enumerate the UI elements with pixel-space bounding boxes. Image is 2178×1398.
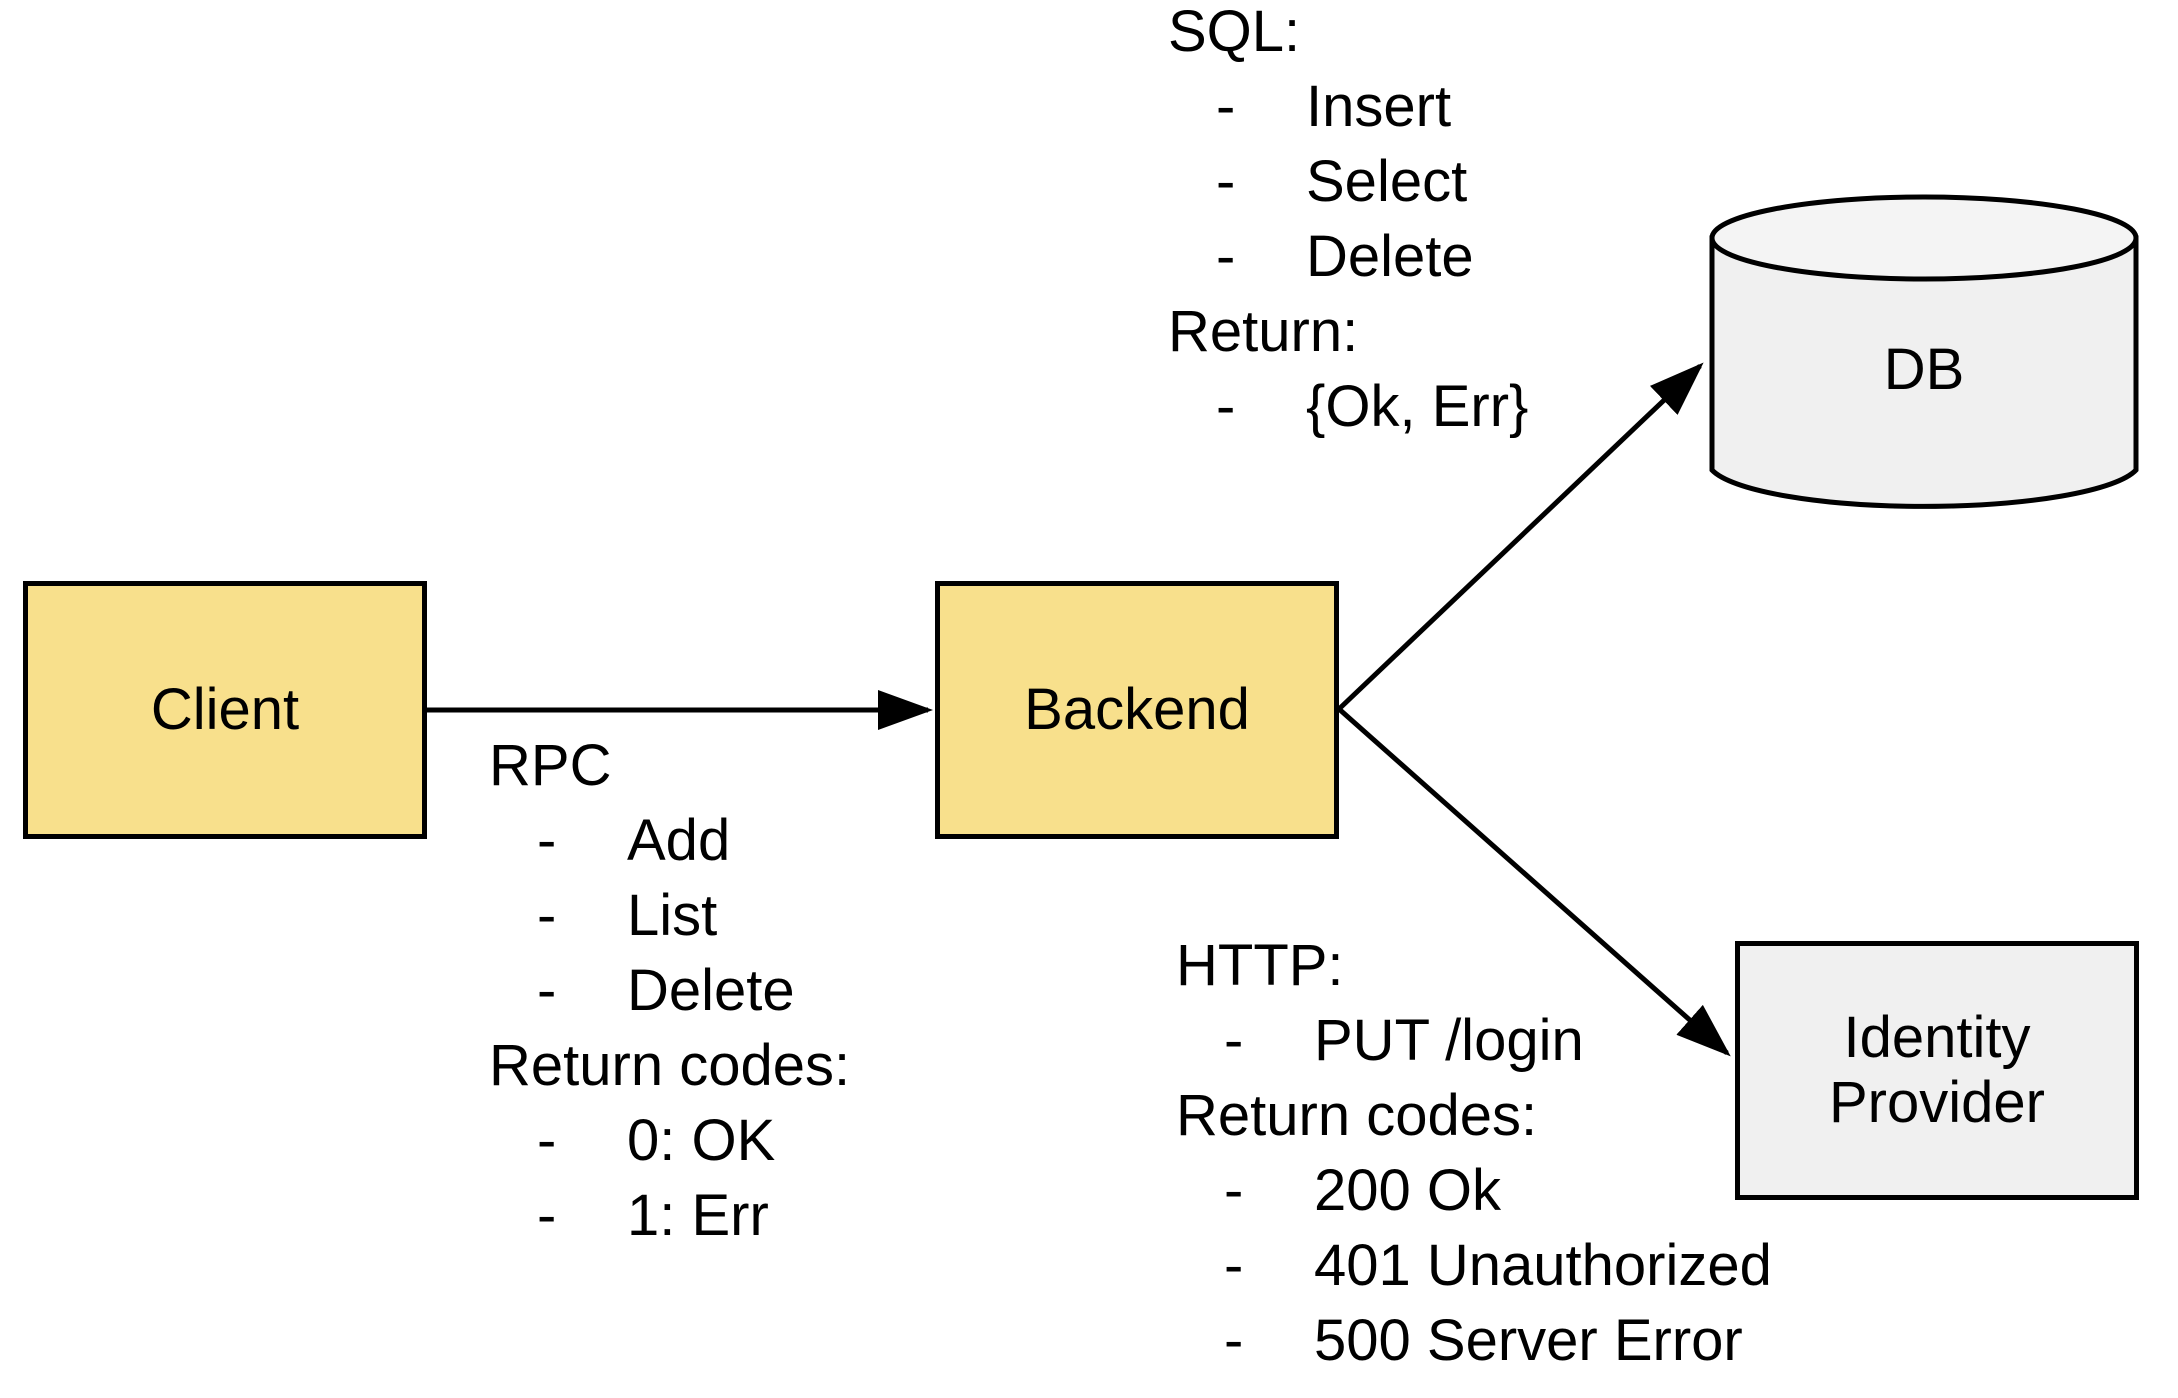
bullet-dash: - — [1224, 1008, 1244, 1073]
annotation-rpc-item: - List — [489, 878, 850, 953]
annotation-sql-item: - Delete — [1168, 219, 1528, 294]
node-identity-provider[interactable]: Identity Provider — [1735, 941, 2139, 1200]
annotation-http-item: - PUT /login — [1176, 1003, 1772, 1078]
annotation-sql-return-heading: Return: — [1168, 299, 1359, 364]
bullet-dash: - — [1216, 374, 1236, 439]
bullet-dash: - — [537, 1108, 557, 1173]
node-backend[interactable]: Backend — [935, 581, 1339, 839]
annotation-http-return-heading: Return codes: — [1176, 1083, 1538, 1148]
annotation-rpc: RPC - Add - List - Delete Return codes: - 0:… — [489, 728, 850, 1253]
bullet-dash: - — [1216, 224, 1236, 289]
annotation-http-return-item-text: 401 Unauthorized — [1314, 1233, 1772, 1298]
annotation-rpc-return-item-text: 0: OK — [627, 1108, 776, 1173]
annotation-rpc-item: - Delete — [489, 953, 850, 1028]
node-identity-provider-label-line2: Provider — [1829, 1069, 2045, 1135]
annotation-http-return-item: - 500 Server Error — [1176, 1303, 1772, 1378]
annotation-sql: SQL: - Insert - Select - Delete Return: - {O… — [1168, 0, 1528, 444]
annotation-rpc-heading: RPC — [489, 733, 612, 798]
annotation-rpc-item-text: Delete — [627, 958, 795, 1023]
bullet-dash: - — [537, 1183, 557, 1248]
bullet-dash: - — [1216, 149, 1236, 214]
bullet-dash: - — [1224, 1233, 1244, 1298]
annotation-rpc-return-heading: Return codes: — [489, 1033, 851, 1098]
annotation-http-return-item: - 200 Ok — [1176, 1153, 1772, 1228]
annotation-rpc-item: - Add — [489, 803, 850, 878]
bullet-dash: - — [537, 883, 557, 948]
annotation-sql-item: - Insert — [1168, 69, 1528, 144]
annotation-rpc-item-text: Add — [627, 808, 731, 873]
annotation-rpc-return-item: - 0: OK — [489, 1103, 850, 1178]
annotation-sql-return-item: - {Ok, Err} — [1168, 369, 1528, 444]
annotation-http-item-text: PUT /login — [1314, 1008, 1584, 1073]
bullet-dash: - — [537, 958, 557, 1023]
node-client[interactable]: Client — [23, 581, 427, 839]
bullet-dash: - — [1224, 1158, 1244, 1223]
bullet-dash: - — [1224, 1308, 1244, 1373]
annotation-rpc-item-text: List — [627, 883, 718, 948]
node-identity-provider-label: Identity Provider — [1829, 1004, 2045, 1136]
annotation-http-return-item-text: 200 Ok — [1314, 1158, 1501, 1223]
node-client-label: Client — [150, 676, 300, 742]
annotation-sql-item-text: Insert — [1306, 74, 1452, 139]
annotation-http-return-item-text: 500 Server Error — [1314, 1308, 1743, 1373]
bullet-dash: - — [1216, 74, 1236, 139]
node-backend-label: Backend — [1024, 676, 1250, 742]
database-cylinder-icon — [1709, 194, 2139, 509]
node-identity-provider-label-line1: Identity — [1843, 1004, 2031, 1070]
annotation-http: HTTP: -PUT /login Return codes: -200 Ok … — [1176, 928, 1772, 1378]
annotation-rpc-return-item: - 1: Err — [489, 1178, 850, 1253]
annotation-rpc-return-item-text: 1: Err — [627, 1183, 769, 1248]
annotation-sql-item: - Select — [1168, 144, 1528, 219]
node-db-label: DB — [1883, 337, 1965, 402]
node-db[interactable]: DB — [1708, 193, 2140, 515]
annotation-sql-heading: SQL: — [1168, 0, 1301, 64]
annotation-http-return-item: - 401 Unauthorized — [1176, 1228, 1772, 1303]
annotation-sql-return-item-text: {Ok, Err} — [1306, 374, 1529, 439]
bullet-dash: - — [537, 808, 557, 873]
annotation-http-heading: HTTP: — [1176, 933, 1344, 998]
annotation-sql-item-text: Delete — [1306, 224, 1474, 289]
annotation-sql-item-text: Select — [1306, 149, 1468, 214]
